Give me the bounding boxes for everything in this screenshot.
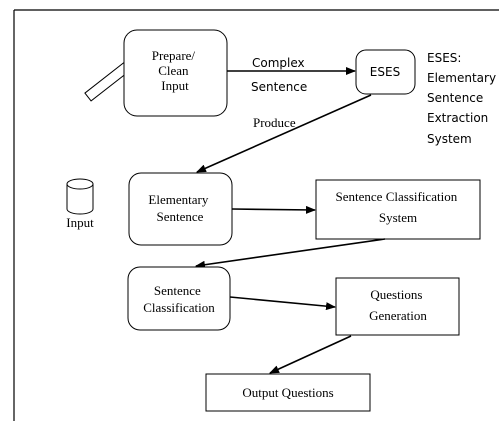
classification-system-to-sentence-classification-arrow <box>195 238 386 269</box>
svg-text:Sentence Classification: Sentence Classification <box>143 283 215 315</box>
eses-to-elementary-arrow <box>196 94 372 173</box>
prepare-clean-input-box: Prepare/ Clean Input <box>123 29 228 117</box>
prepare-line: Prepare/ <box>152 48 196 63</box>
svg-text:Questions Generation: Questions Generation <box>369 287 427 323</box>
sentence-classification-system-box: Sentence Classification System <box>315 179 481 240</box>
prepare-line: Input <box>161 78 189 93</box>
input-label: Input <box>66 215 94 230</box>
diagram-frame <box>13 9 499 421</box>
output-questions-box: Output Questions <box>205 373 371 412</box>
classification-to-questions-generation-arrow <box>229 296 336 311</box>
questions-generation-box: Questions Generation <box>335 277 460 336</box>
sentence-classification-box: Sentence Classification <box>127 266 231 331</box>
elementary-sentence-box: Elementary Sentence <box>128 172 233 246</box>
eses-definition-note: ESES: Elementary Sentence Extraction Sys… <box>427 51 499 146</box>
input-database-icon <box>66 178 94 215</box>
elementary-to-classification-system-arrow <box>231 205 316 214</box>
eses-label: ESES <box>370 65 400 79</box>
questions-generation-to-output-arrow <box>269 335 352 374</box>
complex-sentence-label: Complex Sentence <box>251 56 308 94</box>
eses-box: ESES <box>355 49 416 95</box>
produce-label: Produce <box>253 115 296 130</box>
svg-text:Sentence Classification: Sentence Classification System <box>336 189 461 225</box>
svg-text:Output Questions: Output Questions <box>242 385 333 400</box>
prepare-line: Clean <box>158 63 189 78</box>
svg-text:Prepare/ Clean Inp: Prepare/ Clean Input <box>152 48 199 93</box>
svg-text:Elementary Sentence: Elementary Sentence <box>148 192 211 224</box>
